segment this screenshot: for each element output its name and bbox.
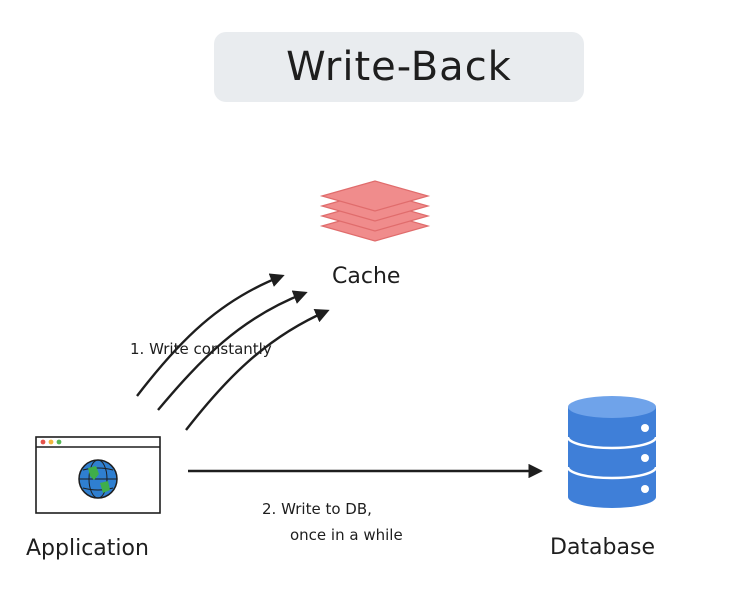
database-icon (566, 396, 658, 508)
write-to-db-label-line2: once in a while (290, 526, 403, 544)
cache-layers-icon (319, 180, 431, 242)
database-label: Database (550, 535, 655, 560)
arrow-icon (185, 309, 330, 431)
arrow-icon (157, 290, 308, 411)
diagram-title: Write-Back (286, 44, 512, 90)
write-to-db-label-line1: 2. Write to DB, (262, 500, 372, 518)
arrow-icon (136, 273, 285, 397)
application-label: Application (26, 536, 149, 561)
title-box: Write-Back (214, 32, 584, 102)
application-browser-window-icon (35, 436, 161, 514)
cache-label: Cache (332, 264, 401, 289)
write-constantly-label: 1. Write constantly (130, 340, 272, 358)
globe-icon (78, 459, 118, 499)
write-constantly-arrows (136, 273, 330, 431)
